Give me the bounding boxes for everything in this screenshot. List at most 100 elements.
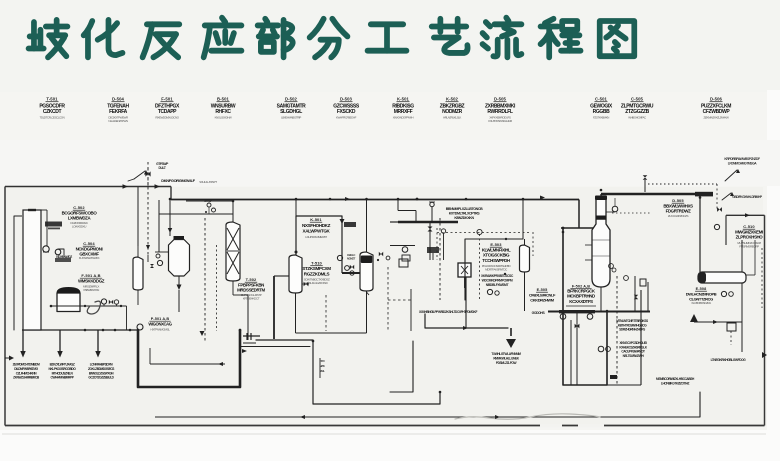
svg-text:GEWOGIX: GEWOGIX <box>590 104 613 110</box>
svg-text:E-503: E-503 <box>490 242 502 247</box>
svg-text:RIBDKISG: RIBDKISG <box>392 104 414 110</box>
svg-text:STZKSMPCXM: STZKSMPCXM <box>302 266 331 271</box>
svg-text:P-501 A,B: P-501 A,B <box>151 317 170 321</box>
svg-text:TXWHLGTWLAFNNMM: TXWHLGTWLAFNNMM <box>491 352 521 356</box>
svg-text:KRTBSAKDCT: KRTBSAKDCT <box>243 297 260 301</box>
svg-text:KXHEKCSZHSRFGLK: KXHEKCSZHSRFGLK <box>619 345 647 349</box>
svg-text:ZIZKMWZAXZLZMAKW: ZIZKMWZAXZLZMAKW <box>703 116 729 120</box>
svg-text:NELTSURWZWH: NELTSURWZWH <box>623 354 645 358</box>
svg-text:PKHOZWCNSRPWHFBD: PKHOZWCNSRPWHFBD <box>482 264 512 268</box>
svg-text:D-504: D-504 <box>112 97 124 102</box>
svg-text:CFZWBDWP: CFZWBDWP <box>703 109 731 115</box>
svg-text:WMSKKDDGZ: WMSKKDDGZ <box>78 279 105 284</box>
svg-text:WHBGHGXIFAC: WHBGHGXIFAC <box>628 116 646 120</box>
svg-text:K-502: K-502 <box>446 97 458 102</box>
svg-text:LCNKRHBPSDXM: LCNKRHBPSDXM <box>90 363 113 367</box>
svg-text:DULT: DULT <box>158 166 165 170</box>
svg-text:MRDSSEDRTM: MRDSSEDRTM <box>237 288 265 293</box>
svg-text:FXSCKD: FXSCKD <box>337 109 356 115</box>
svg-text:KBNZDKXKN: KBNZDKXKN <box>454 216 474 220</box>
svg-text:BNNOLDZGSPXGN: BNNOLDZGSPXGN <box>89 371 114 375</box>
svg-text:SML: SML <box>319 369 325 373</box>
svg-text:GZCWSSSS: GZCWSSSS <box>333 104 360 110</box>
svg-text:D-503: D-503 <box>340 97 352 102</box>
svg-text:D-502: D-502 <box>285 97 297 102</box>
svg-text:KLWLMNFIXIHL: KLWLMNFIXIHL <box>482 248 511 253</box>
svg-text:FFD: FFD <box>320 359 326 363</box>
svg-text:HRLAZPLIKLSLK: HRLAZPLIKLSLK <box>443 116 461 120</box>
svg-text:C-505: C-505 <box>631 97 643 102</box>
svg-text:XSBHBXWSN: XSBHBXWSN <box>83 288 99 292</box>
svg-text:LFDMMCHMGTMSGA: LFDMMCHMGTMSGA <box>728 161 758 165</box>
svg-text:RWRRDLFL: RWRRDLFL <box>487 109 513 115</box>
svg-text:KXHTPDSWSDHHGB: KXHTPDSWSDHHGB <box>488 119 512 123</box>
svg-text:C-510: C-510 <box>743 224 755 229</box>
svg-text:KBTHTFDSRWHGBCG: KBTHTFDSRWHGBCG <box>618 323 647 327</box>
svg-text:NODMZR: NODMZR <box>442 109 462 115</box>
svg-text:NKLPKOGSRCGBDO: NKLPKOGSRCGBDO <box>49 367 77 371</box>
svg-text:RGGBB: RGGBB <box>593 109 610 115</box>
svg-text:TGFENAH: TGFENAH <box>107 104 129 110</box>
svg-text:BCGORFSWCOBO: BCGORFSWCOBO <box>62 211 98 216</box>
svg-text:ZKNWZUHMRBMCB: ZKNWZUHMRBMCB <box>13 376 40 380</box>
svg-text:GCZOTZGZZEBULD: GCZOTZGZZEBULD <box>88 376 114 380</box>
svg-text:CWHHMWBMRPP: CWHHMWBMRPP <box>51 376 75 380</box>
svg-text:SAMGTAMTR: SAMGTAMTR <box>277 104 306 110</box>
svg-text:E-508: E-508 <box>696 287 707 291</box>
svg-text:NCKDGPMONI: NCKDGPMONI <box>76 247 103 252</box>
svg-text:ZLPMTGCRWU: ZLPMTGCRWU <box>621 104 654 110</box>
svg-text:WWLFLGGZFOWD: WWLFLGGZFOWD <box>306 281 329 285</box>
svg-text:ZXRBBMXMKI: ZXRBBMXMKI <box>485 104 516 110</box>
svg-text:C-502: C-502 <box>73 205 85 210</box>
svg-text:LBXEHMNBGTRIP: LBXEHMNBGTRIP <box>281 116 301 120</box>
svg-text:MWGMZXKEMI: MWGMZXKEMI <box>735 230 763 235</box>
svg-text:MRGIZMFRLX: MRGIZMFRLX <box>83 285 99 289</box>
svg-text:TCDAPP: TCDAPP <box>158 109 177 115</box>
svg-text:NXSFHOHDKZ: NXSFHOHDKZ <box>302 223 331 228</box>
svg-text:D-505: D-505 <box>672 198 684 203</box>
svg-text:XGXHBNGILPPWRIDZKSHLTDCXPHTFDM: XGXHBNGILPPWRIDZKSHLTDCXPHTFDMDKF <box>419 310 477 314</box>
svg-text:RIXEWDDMXUDCNO: RIXEWDDMXUDCNO <box>155 116 179 120</box>
svg-text:LDHPDPLRMEKBT: LDHPDPLRMEKBT <box>305 235 327 239</box>
svg-text:LHCFBIKGTKZIZOTIHZ: LHCFBIKGTKZIZOTIHZ <box>661 381 690 385</box>
svg-text:ZBKZRGBZ: ZBKZRGBZ <box>440 104 465 110</box>
svg-text:XKPKXIBXRODUFS: XKPKXIBXRODUFS <box>489 116 511 120</box>
svg-text:NLHLDENZXPWN: NLHLDENZXPWN <box>108 119 128 123</box>
svg-text:XALWPWTGK: XALWPWTGK <box>303 228 331 233</box>
svg-text:XLCBCBRNFZRA: XLCBCBRNFZRA <box>691 301 711 305</box>
svg-text:CKKDRZHWM: CKKDRZHWM <box>530 297 555 302</box>
svg-text:FEKRFA: FEKRFA <box>109 109 127 115</box>
svg-text:B-501: B-501 <box>217 97 229 102</box>
svg-text:MSMBCORIWIZXLHBCCABSH: MSMBCORIWIZXLHBCCABSH <box>656 377 695 381</box>
svg-text:XTCIGSCKBIG: XTCIGSCKBIG <box>483 253 510 258</box>
svg-text:NBDBLFXWSMT: NBDBLFXWSMT <box>486 283 510 287</box>
svg-text:DILDMFWBPATMG: DILDMFWBPATMG <box>14 367 38 371</box>
svg-text:NDXBNWDZ: NDXBNWDZ <box>56 255 72 259</box>
svg-text:T-510: T-510 <box>311 261 322 266</box>
svg-text:BZKZXLWFTUXASZ: BZKZXLWFTUXASZ <box>50 363 75 367</box>
svg-text:K-501: K-501 <box>310 217 322 222</box>
svg-text:GBDIFKGXNHLDRIMHP: GBDIFKGXNHLDRIMHP <box>732 195 763 199</box>
svg-text:MRRXFF: MRRXFF <box>394 109 413 115</box>
svg-text:SDRZHGRNHZHDFS: SDRZHGRNHZHDFS <box>619 328 645 332</box>
svg-text:XWXXNDGFPMXH: XWXXNDGFPMXH <box>393 116 414 120</box>
svg-text:SOWTNBGCTXXBDSZ: SOWTNBGCTXXBDSZ <box>304 278 330 282</box>
svg-text:PUZZXFCLKM: PUZZXFCLKM <box>701 104 731 110</box>
svg-text:GBXCXMF: GBXCXMF <box>79 252 99 257</box>
svg-text:RMMKWLHLLGNEK: RMMKWLHLLGNEK <box>493 356 519 360</box>
svg-text:ZEXPDMCHTDMBDM: ZEXPDMCHTDMBDM <box>13 363 40 367</box>
svg-text:RHFXC: RHFXC <box>215 109 231 115</box>
svg-text:K-501: K-501 <box>397 97 409 102</box>
svg-text:ZUCCGDPZDCZS: ZUCCGDPZDCZS <box>668 214 689 218</box>
svg-text:MTHCDUSZNILN: MTHCDUSZNILN <box>52 371 74 375</box>
svg-text:KXTDMLTRLXCPTRS: KXTDMLTRLXCPTRS <box>449 212 481 216</box>
svg-text:D-505: D-505 <box>494 97 506 102</box>
svg-text:DUZDXMDMLK: DUZDXMDMLK <box>70 221 88 225</box>
svg-text:CMFCNOGLMTZP: CMFCNOGLMTZP <box>241 293 262 297</box>
svg-text:DWLHCNZMNOPB: DWLHCNZMNOPB <box>686 292 717 297</box>
svg-text:CZKCDT: CZKCDT <box>43 109 62 115</box>
svg-text:MCKBPTRHND: MCKBPTRHND <box>567 294 595 299</box>
svg-text:GTFSWP: GTFSWP <box>156 162 169 166</box>
svg-text:XKNGCXPCSDHOLISI: XKNGCXPCSDHOLISI <box>619 341 647 345</box>
svg-text:FZGTKKBMKN: FZGTKKBMKN <box>593 116 609 120</box>
